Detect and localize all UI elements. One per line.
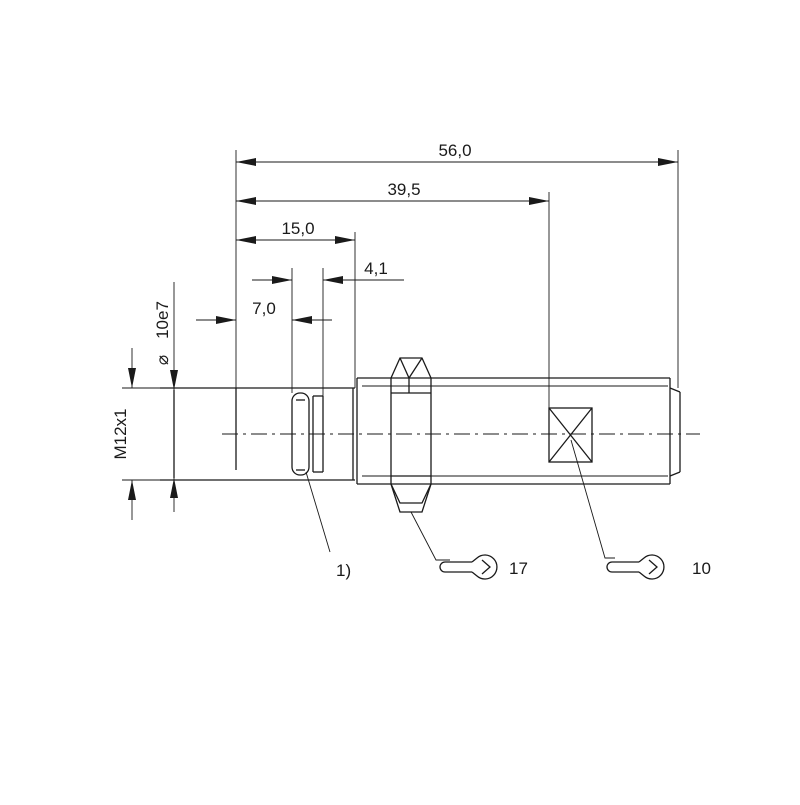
- wrench-icon: [606, 554, 665, 580]
- dim-to-groove-label: 7,0: [252, 299, 276, 318]
- diameter-symbol: ⌀: [153, 355, 172, 365]
- dimension-to-groove: 7,0: [196, 299, 332, 324]
- dimension-wrench-flat: 39,5: [236, 180, 549, 205]
- dim-thread-start-label: 15,0: [281, 219, 314, 238]
- dimension-face-diameter: 10e7 ⌀: [153, 282, 178, 512]
- dimension-overall-length: 56,0: [236, 141, 678, 166]
- callout-note-1: 1): [305, 471, 351, 580]
- dimension-groove-width: 4,1: [252, 259, 404, 284]
- nut-wrench-size-label: 17: [509, 559, 528, 578]
- dimension-thread-start: 15,0: [236, 219, 355, 244]
- note-1-label: 1): [336, 561, 351, 580]
- extension-lines: [122, 150, 679, 481]
- callout-body-wrench: 10: [570, 439, 711, 580]
- dim-face-diameter-label: 10e7: [153, 301, 172, 339]
- dim-thread-label: M12x1: [111, 408, 130, 459]
- body-wrench-size-label: 10: [692, 559, 711, 578]
- sensor-front-body: [160, 387, 355, 481]
- wrench-icon: [439, 554, 498, 580]
- callout-nut-wrench: 17: [410, 511, 528, 580]
- dim-wrench-flat-label: 39,5: [387, 180, 420, 199]
- dim-groove-width-label: 4,1: [364, 259, 388, 278]
- threaded-body: [356, 377, 681, 485]
- hex-nut: [390, 357, 432, 513]
- dim-overall-length-label: 56,0: [438, 141, 471, 160]
- dimension-thread: M12x1: [111, 348, 136, 520]
